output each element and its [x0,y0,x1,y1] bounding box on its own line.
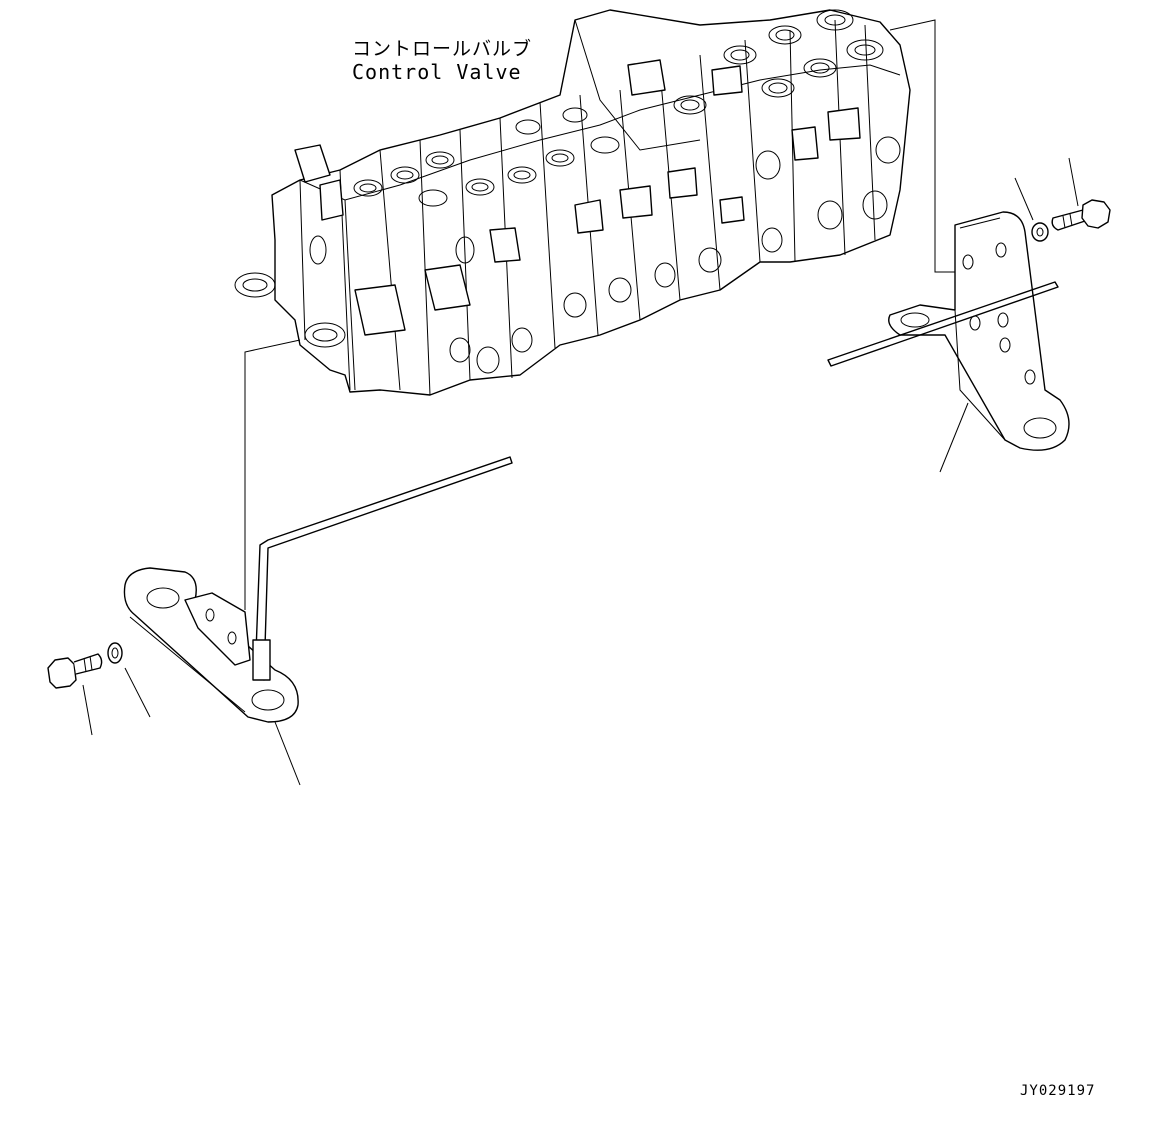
bolt-icon [48,654,102,688]
control-valve-icon [235,10,910,395]
bolt-leader-left [83,685,92,735]
bracket-leader-left [275,722,300,785]
left-rod-clip-icon [253,640,270,680]
right-bracket-icon [889,212,1069,450]
control-valve-label-jp: コントロールバルブ [352,38,533,60]
drawing-id: JY029197 [1020,1083,1096,1099]
washer-leader-left [125,668,150,717]
right-wire-rod-icon [828,282,1058,366]
leader-line-left [245,340,300,610]
bolt-icon [1052,200,1110,230]
leader-line-right [890,20,960,272]
left-wire-rod-icon [255,457,512,680]
bolt-leader-right [1069,158,1078,206]
left-bracket-icon [124,568,298,722]
control-valve-label-en: Control Valve [352,60,522,84]
washer-icon [108,643,122,663]
washer-leader-right [1015,178,1033,220]
bracket-leader-right [940,403,968,472]
washer-icon [1032,223,1048,241]
